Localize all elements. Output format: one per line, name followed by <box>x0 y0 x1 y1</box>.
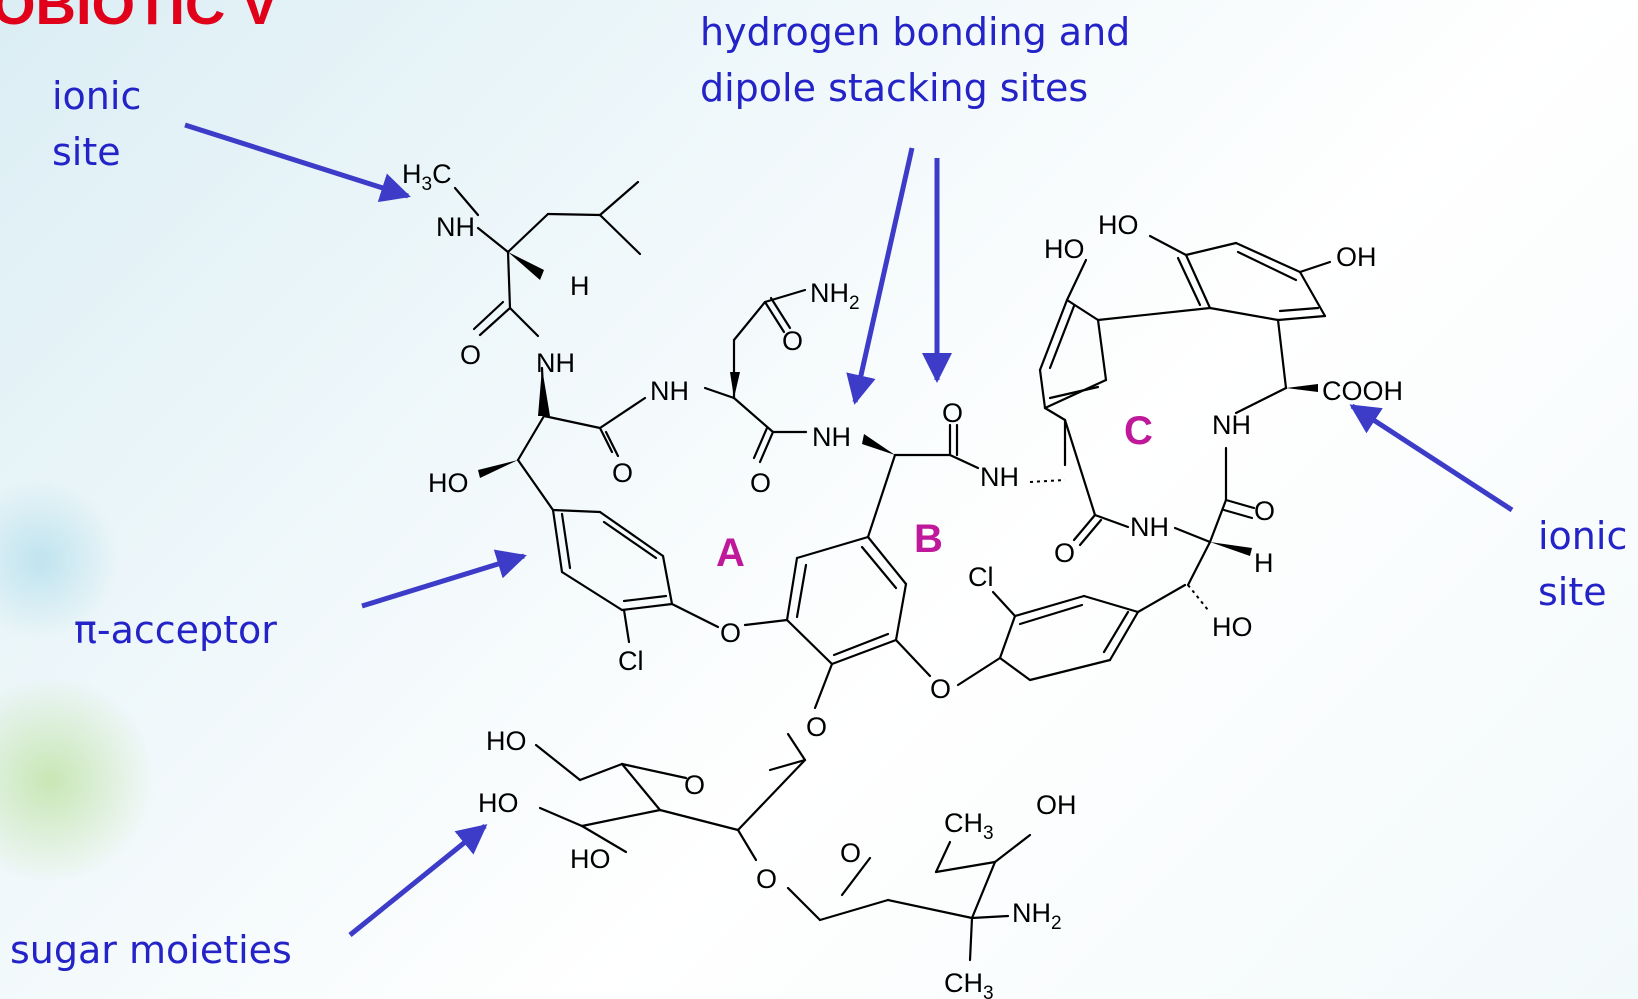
label-ionic-site-left-line1: ionic <box>52 74 142 118</box>
wedge-bonds <box>478 252 1318 556</box>
atom-nh: NH <box>1130 512 1169 542</box>
ring-label-a: A <box>716 531 745 575</box>
atom-nh: NH <box>536 348 575 378</box>
atom-o: O <box>684 770 705 800</box>
atom-cooh: COOH <box>1322 376 1403 406</box>
atom-cl: Cl <box>618 646 644 676</box>
arrow-pi-acceptor <box>361 549 527 609</box>
atom-labels: H3C NH H NH2 O NH NH O O NH O HO O NH Cl… <box>402 159 1403 999</box>
label-ionic-site-right-line1: ionic <box>1538 514 1628 558</box>
atom-ho: HO <box>1044 234 1085 264</box>
atom-o: O <box>612 458 633 488</box>
ring-label-c: C <box>1124 409 1153 453</box>
atom-ho: HO <box>1212 612 1253 642</box>
atom-o: O <box>750 468 771 498</box>
atom-o: O <box>930 674 951 704</box>
label-sugar-moieties: sugar moieties <box>10 928 292 972</box>
label-hbond-line1: hydrogen bonding and <box>700 10 1131 54</box>
bond-network <box>453 180 1332 962</box>
atom-h: H <box>570 271 590 301</box>
atom-o: O <box>1254 496 1275 526</box>
atom-nh2: NH2 <box>810 278 860 314</box>
atom-nh2: NH2 <box>1012 898 1062 934</box>
arrow-sugar <box>348 824 488 937</box>
atom-o: O <box>942 398 963 428</box>
atom-ho: HO <box>478 788 519 818</box>
hashed-bonds <box>1029 479 1209 611</box>
atom-h3c: H3C <box>402 159 452 195</box>
atom-o: O <box>806 712 827 742</box>
atom-ho: HO <box>486 726 527 756</box>
atom-nh: NH <box>650 376 689 406</box>
atom-o: O <box>1054 538 1075 568</box>
arrow-hbond-1 <box>846 147 915 405</box>
atom-h: H <box>1254 548 1274 578</box>
atom-o: O <box>840 838 861 868</box>
slide-title: OBIOTIC V <box>0 0 279 36</box>
atom-o: O <box>756 864 777 894</box>
atom-ho: HO <box>1098 210 1139 240</box>
atom-o: O <box>720 618 741 648</box>
ring-labels: A B C <box>716 409 1153 575</box>
label-ionic-site-left-line2: site <box>52 130 121 174</box>
atom-oh: OH <box>1336 242 1377 272</box>
atom-nh: NH <box>980 462 1019 492</box>
atom-ch3: CH3 <box>944 968 994 999</box>
annotation-arrows <box>184 122 1514 937</box>
atom-ho: HO <box>428 468 469 498</box>
atom-cl: Cl <box>968 562 994 592</box>
label-ionic-site-right-line2: site <box>1538 570 1607 614</box>
atom-ho: HO <box>570 844 611 874</box>
atom-oh: OH <box>1036 790 1077 820</box>
label-hbond-line2: dipole stacking sites <box>700 66 1089 110</box>
atom-nh: NH <box>1212 410 1251 440</box>
atom-ch3: CH3 <box>944 808 994 844</box>
ring-label-b: B <box>914 517 943 561</box>
atom-o: O <box>460 340 481 370</box>
atom-nh: NH <box>436 212 475 242</box>
atom-o: O <box>782 326 803 356</box>
arrow-ionic-right <box>1349 403 1514 513</box>
atom-nh: NH <box>812 422 851 452</box>
label-pi-acceptor: π-acceptor <box>74 608 277 652</box>
arrow-ionic-left <box>184 122 411 203</box>
